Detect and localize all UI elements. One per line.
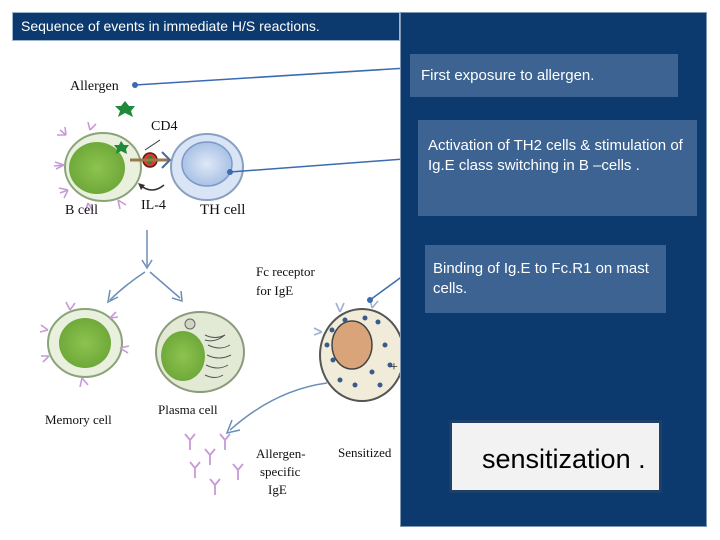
- plasma-cell-label: Plasma cell: [158, 402, 218, 418]
- b-cell-graphic: [54, 122, 141, 212]
- fc-receptor-label: Fc receptor: [256, 264, 315, 280]
- th-cell-graphic: [171, 134, 243, 200]
- specific-label: specific: [260, 464, 300, 480]
- plasma-cell-graphic: [156, 312, 244, 392]
- il4-label: IL-4: [141, 198, 166, 214]
- allergen-specific-label: Allergen-: [256, 446, 306, 462]
- plus-label: +: [390, 360, 398, 376]
- callout-binding: Binding of Ig.E to Fc.R1 on mast cells.: [425, 245, 666, 313]
- memory-cell-label: Memory cell: [45, 412, 112, 428]
- ige-label: IgE: [268, 482, 287, 498]
- mast-cell-graphic: [314, 299, 413, 401]
- sensitized-label: Sensitized: [338, 445, 391, 461]
- for-ige-label: for IgE: [256, 283, 293, 299]
- th-cell-label: TH cell: [200, 202, 245, 219]
- callout-first-exposure: First exposure to allergen.: [410, 54, 678, 97]
- allergen-label: Allergen: [70, 79, 119, 95]
- sensitization-box: sensitization .: [449, 420, 662, 493]
- memory-cell-graphic: [40, 302, 129, 387]
- slide-title: Sequence of events in immediate H/S reac…: [12, 12, 400, 41]
- cd4-label: CD4: [151, 119, 177, 135]
- callout-activation: Activation of TH2 cells & stimulation of…: [418, 120, 697, 216]
- b-cell-label: B cell: [65, 203, 98, 219]
- ige-antibodies: [185, 434, 243, 495]
